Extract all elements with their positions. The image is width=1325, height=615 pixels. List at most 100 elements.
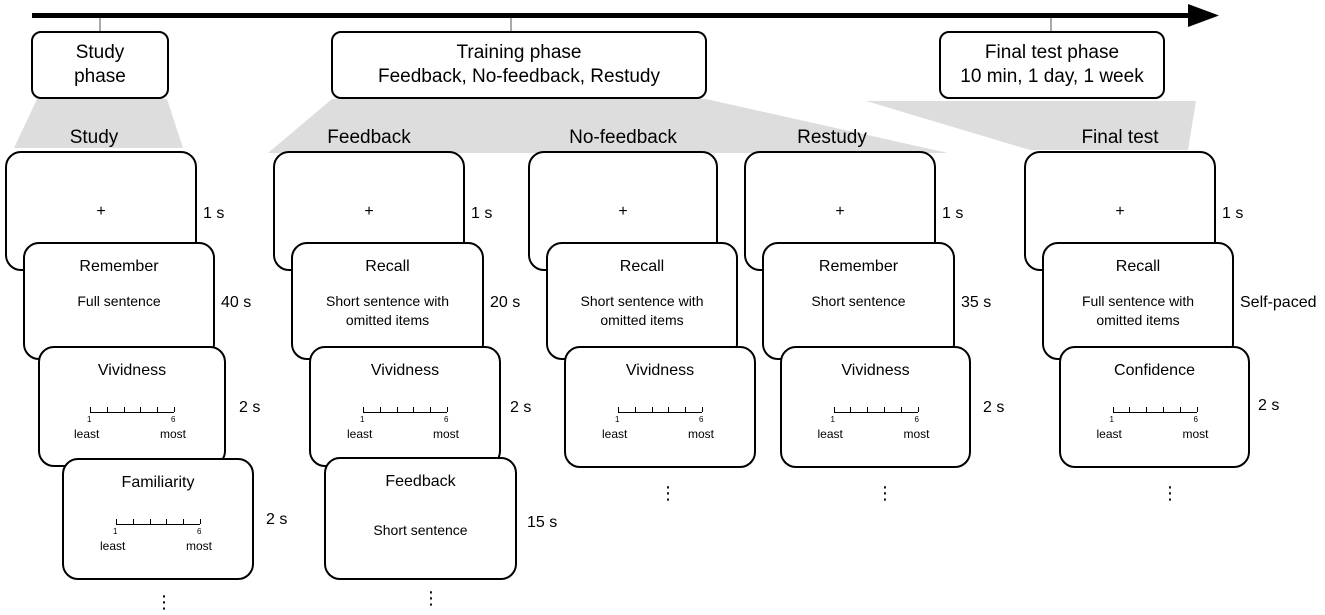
scale-min: 1 [615,415,620,424]
scale-low-label: least [602,427,628,441]
card-title: Feedback [385,473,456,490]
scale-tick [379,407,381,412]
feedback-vividness-card: Vividness 1 6 least most [309,346,501,467]
scale-max: 6 [699,415,704,424]
card-title: Familiarity [121,474,195,491]
scale-tick [174,407,175,412]
rating-scale: 1 6 least most [100,519,212,560]
card-title: Remember [79,258,159,275]
scale-max: 6 [171,415,176,424]
scale-bar [116,524,200,525]
fixation-cross: + [835,203,845,220]
duration-label: 2 s [239,399,261,416]
card-title: Recall [365,258,410,275]
feedback-feedback-card: Feedback Short sentence [324,457,517,580]
scale-tick [634,407,636,412]
scale-tick [1196,407,1198,412]
duration-label: 1 s [471,205,493,222]
scale-tick [883,407,885,412]
no-feedback-recall-card: Recall Short sentence with omitted items [546,242,738,360]
scale-tick [140,407,142,412]
card-body: Short sentence with omitted items [326,293,449,328]
scale-bar [363,412,447,413]
scale-tick [123,407,125,412]
scale-tick [618,407,619,412]
card-body: Full sentence [77,293,161,309]
scale-tick [132,519,134,524]
rating-scale: 1 6 least most [347,407,459,448]
scale-tick [157,407,159,412]
scale-bar [618,412,702,413]
scale-tick [900,407,902,412]
scale-tick [430,407,432,412]
scale-tick [1112,407,1114,412]
scale-tick [917,407,919,412]
scale-tick [1129,407,1131,412]
timeline-arrow-head [1188,4,1219,27]
continuation-dots: ⋮ [155,592,173,612]
card-title: Vividness [97,362,167,379]
scale-max: 6 [444,415,449,424]
scale-high-label: most [160,427,187,441]
restudy-remember-card: Remember Short sentence [762,242,955,360]
training-phase-line-2: Feedback, No-feedback, Restudy [378,66,660,87]
rating-scale: 1 6 least most [74,407,186,448]
continuation-dots: ⋮ [876,483,894,503]
rating-scale: 1 6 least most [602,407,714,448]
card-title: Vividness [841,362,910,379]
scale-tick [166,519,168,524]
scale-tick [149,519,151,524]
scale-min: 1 [830,415,835,424]
feedback-recall-card: Recall Short sentence with omitted items [291,242,484,360]
scale-tick [106,407,108,412]
scale-tick [850,407,852,412]
card-title: Recall [619,258,665,275]
scale-max: 6 [914,415,919,424]
scale-tick [1162,407,1164,412]
duration-label: 2 s [510,399,532,416]
duration-label: 20 s [490,294,521,311]
duration-label: 1 s [1222,205,1244,222]
duration-label: 40 s [221,294,252,311]
duration-label: 2 s [266,511,288,528]
duration-label: Self-paced [1240,294,1317,311]
training-phase-box: Training phase Feedback, No-feedback, Re… [331,31,707,99]
card-body: Short sentence [373,522,468,538]
card-title: Recall [1115,258,1161,275]
scale-min: 1 [87,415,92,424]
final-projection [866,101,1196,150]
final-recall-card: Recall Full sentence with omitted items [1042,242,1234,360]
column-heading-restudy: Restudy [797,127,867,148]
scale-min: 1 [113,527,118,536]
duration-label: 15 s [527,514,558,531]
scale-max: 6 [1193,415,1198,424]
scale-tick [651,407,653,412]
final-phase-line-2: 10 min, 1 day, 1 week [960,66,1144,87]
scale-tick [363,407,364,412]
fixation-cross: + [96,203,106,220]
fixation-cross: + [364,203,374,220]
duration-label: 2 s [983,399,1005,416]
study-projection [14,99,183,148]
scale-bar [90,412,174,413]
card-title: Confidence [1114,362,1195,379]
card-body: Short sentence [811,293,906,309]
continuation-dots: ⋮ [659,483,677,503]
study-remember-card: Remember Full sentence [23,242,215,360]
scale-min: 1 [1109,415,1114,424]
continuation-dots: ⋮ [1161,483,1179,503]
duration-label: 2 s [1258,397,1280,414]
study-phase-line-2: phase [74,66,126,87]
scale-tick [833,407,835,412]
card-title: Vividness [370,362,440,379]
fixation-cross: + [618,203,628,220]
column-heading-final-test: Final test [1081,127,1159,148]
duration-label: 35 s [961,294,992,311]
scale-tick [702,407,703,412]
training-phase-line-1: Training phase [456,42,582,63]
scale-tick [90,407,91,412]
column-heading-no-feedback: No-feedback [569,127,677,148]
scale-low-label: least [74,427,100,441]
scale-tick [1146,407,1148,412]
